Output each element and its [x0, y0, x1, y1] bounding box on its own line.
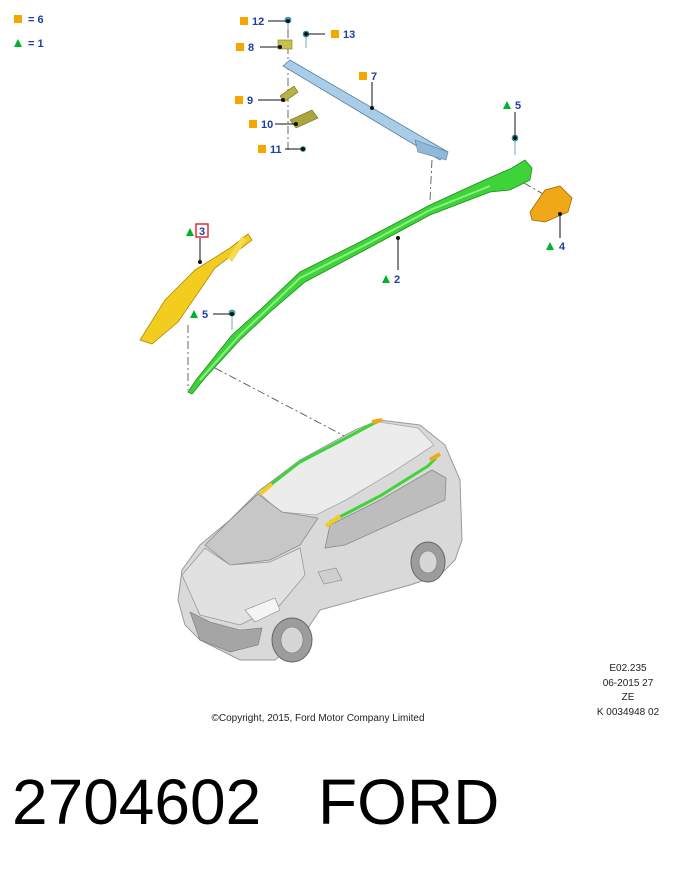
fasteners: [228, 16, 519, 330]
callout-5-top-label: 5: [515, 100, 521, 112]
callout-12-label: 12: [252, 16, 264, 28]
callout-3-label: 3: [199, 226, 205, 238]
drawing-meta: E02.235 06-2015 27 ZE K 0034948 02: [597, 663, 660, 718]
callout-4-label: 4: [559, 241, 566, 253]
roof-rail-main: [187, 159, 533, 395]
callout-5-top-marker: [503, 101, 511, 109]
copyright-notice: ©Copyright, 2015, Ford Motor Company Lim…: [211, 713, 424, 724]
bracket-10: [289, 109, 319, 129]
callout-dots: [198, 19, 562, 316]
meta-line-2: 06-2015 27: [603, 678, 654, 689]
callout-3-marker: [186, 228, 194, 236]
callout-13-marker: [331, 30, 339, 38]
callout-11-marker: [258, 145, 266, 153]
roof-rail-cover: [282, 59, 449, 161]
callout-leaders: [199, 20, 561, 315]
vehicle-illustration: [177, 418, 463, 663]
callout-5-bottom-label: 5: [202, 309, 208, 321]
callout-4-marker: [546, 242, 554, 250]
callouts: 12 13 8 7 9 10 11 5 4 3 2 5: [186, 16, 566, 321]
callout-5-bottom-marker: [190, 310, 198, 318]
callout-2-label: 2: [394, 274, 400, 286]
callout-7-marker: [359, 72, 367, 80]
brand-name: FORD: [318, 766, 500, 838]
callout-10-marker: [249, 120, 257, 128]
callout-9-label: 9: [247, 95, 253, 107]
end-cap-rear: [529, 185, 573, 223]
callout-13-label: 13: [343, 29, 355, 41]
legend-square-icon: [14, 15, 22, 23]
callout-11-label: 11: [270, 144, 282, 156]
legend-triangle-count: = 1: [28, 38, 44, 50]
end-cap-front: [139, 233, 253, 345]
clip-8: [277, 39, 293, 50]
callout-3-highlight-box: [195, 223, 209, 238]
callout-2-marker: [382, 275, 390, 283]
legend-triangle-icon: [14, 39, 22, 47]
callout-8-label: 8: [248, 42, 254, 54]
meta-line-3: ZE: [622, 692, 635, 703]
brackets: [277, 39, 319, 129]
part-number: 2704602: [12, 766, 262, 838]
callout-7-label: 7: [371, 71, 377, 83]
callout-9-marker: [235, 96, 243, 104]
callout-8-marker: [236, 43, 244, 51]
meta-line-4: K 0034948 02: [597, 707, 660, 718]
callout-10-label: 10: [261, 119, 273, 131]
meta-line-1: E02.235: [609, 663, 647, 674]
legend-square-count: = 6: [28, 14, 44, 26]
callout-12-marker: [240, 17, 248, 25]
legend: = 6 = 1: [14, 14, 44, 50]
